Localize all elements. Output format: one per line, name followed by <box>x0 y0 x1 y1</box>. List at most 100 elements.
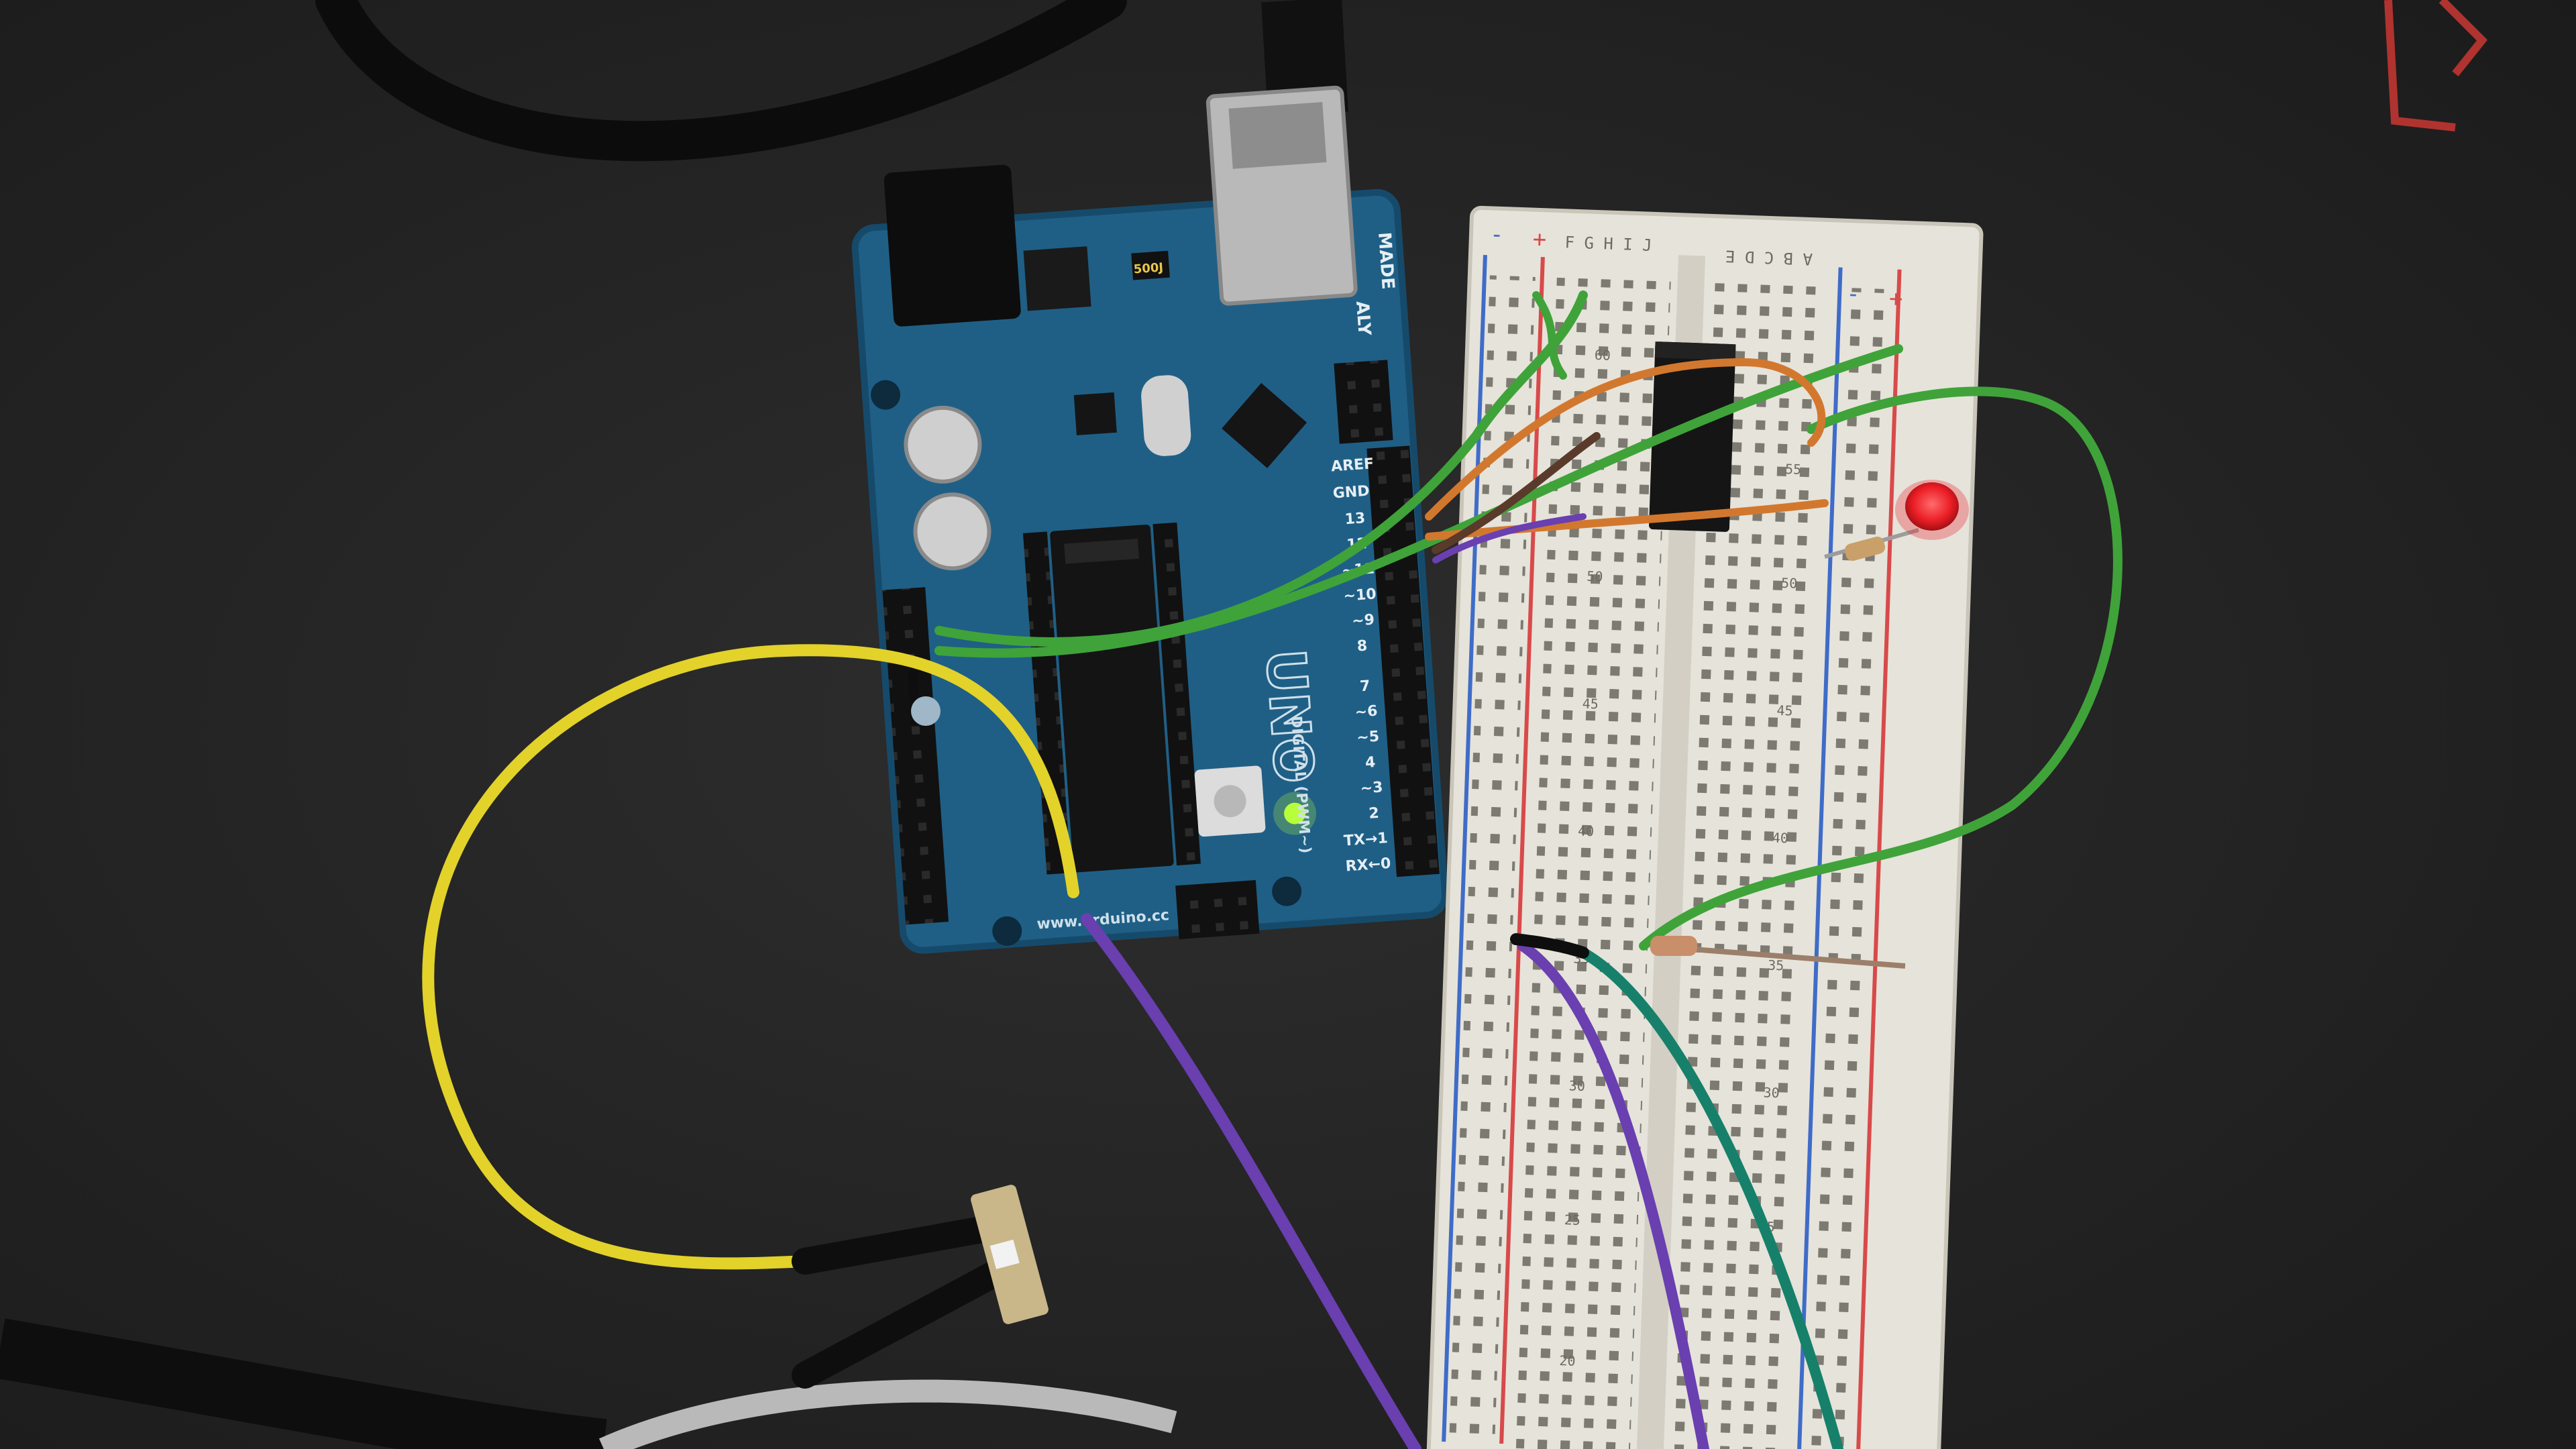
row-40: 40 <box>1578 823 1595 840</box>
sensor-jumper-black-2 <box>792 1261 1006 1389</box>
digital-header <box>1366 445 1440 877</box>
rail-minus-left: - <box>1489 221 1504 248</box>
reset-button-icon <box>1214 785 1246 818</box>
icsp-header-2 <box>1175 879 1260 940</box>
crystal <box>1141 375 1191 456</box>
left-rail-red <box>1499 257 1545 1444</box>
pin-4-label: 4 <box>1364 754 1376 771</box>
chip-socket-left <box>1022 531 1071 875</box>
right-rail-blue <box>1796 267 1843 1449</box>
column-labels-fghij: F G H I J <box>1564 233 1652 255</box>
green-wire-long-loop <box>1639 386 2123 951</box>
led-dome <box>1905 482 1959 531</box>
chip-notch <box>1064 538 1140 564</box>
brown-wire <box>1432 432 1601 554</box>
right-rail-holes <box>1804 287 1891 1449</box>
column-labels-abcde: A B C D E <box>1725 247 1813 269</box>
yellow-wire <box>422 644 1079 1270</box>
analog-header <box>882 587 949 925</box>
row-20: 20 <box>1559 1352 1576 1369</box>
gray-cable <box>0 1318 607 1449</box>
purple-wire-breadboard <box>1517 941 1709 1449</box>
row-numbers: 20 25 30 35 40 45 50 60 25 30 35 40 45 5… <box>1559 347 1802 1369</box>
fuse <box>1131 250 1170 280</box>
capacitor-2 <box>913 492 991 571</box>
black-jumper-breadboard <box>1510 933 1589 959</box>
aref-label: AREF <box>1330 455 1375 475</box>
pin-9-label: ~9 <box>1351 612 1375 630</box>
orange-wire-2 <box>1425 499 1829 541</box>
ic-chip-notch <box>1654 341 1736 361</box>
ic-chip-icon <box>1649 341 1736 532</box>
resistor-2 <box>1824 528 1919 561</box>
icsp-header <box>1334 360 1393 444</box>
paperclip <box>2384 0 2488 131</box>
row-55-right: 55 <box>1785 461 1802 478</box>
left-rail-blue <box>1442 255 1487 1442</box>
pin-10-label: ~10 <box>1343 586 1377 604</box>
capacitor-1 <box>904 405 982 484</box>
pin-0-label: RX←0 <box>1345 855 1391 875</box>
voltage-regulator <box>1023 246 1091 311</box>
orange-wire-1 <box>1425 358 1826 521</box>
purple-wire-long <box>1081 913 1421 1449</box>
usb-port-inner <box>1228 102 1327 169</box>
pin-labels: AREF GND 13 12 ~11 ~10 ~9 8 7 ~6 ~5 4 ~3… <box>1330 455 1391 875</box>
rail-minus-right: - <box>1846 280 1861 308</box>
row-25: 25 <box>1564 1212 1580 1228</box>
green-wire-1 <box>934 290 1588 647</box>
rail-plus-left: + <box>1532 226 1547 254</box>
row-50: 50 <box>1587 568 1603 585</box>
power-led <box>1284 802 1306 824</box>
mount-hole-2 <box>1272 876 1302 906</box>
sensor-element <box>989 1239 1020 1269</box>
resistor-2-body <box>1844 536 1886 561</box>
black-cable <box>315 0 1127 162</box>
pin-5-label: ~5 <box>1356 729 1380 747</box>
row-30-right: 30 <box>1763 1084 1780 1101</box>
gnd-label: GND <box>1332 483 1370 502</box>
resistor-1-body <box>1650 936 1697 956</box>
analog-jumper-tip <box>911 696 941 726</box>
pin-1-label: TX→1 <box>1343 830 1388 850</box>
chip-socket-right <box>1152 522 1201 866</box>
gray-cable-2 <box>599 1379 1177 1449</box>
row-45-right: 45 <box>1776 702 1793 719</box>
left-rail-holes <box>1448 275 1536 1449</box>
pin-7-label: 7 <box>1359 678 1371 695</box>
row-45: 45 <box>1582 696 1599 712</box>
small-ic <box>1073 392 1117 435</box>
terminal-strip-fghij <box>1515 277 1671 1449</box>
pin-6-label: ~6 <box>1354 703 1378 721</box>
pin-13-label: 13 <box>1344 510 1366 528</box>
red-led-icon <box>1895 480 1969 540</box>
rail-plus-right: + <box>1888 285 1903 313</box>
purple-wire-short <box>1432 513 1587 564</box>
terminal-strip-abcde <box>1670 282 1825 1449</box>
pin-8-label: 8 <box>1356 637 1368 655</box>
green-wire-3 <box>1532 291 1567 380</box>
row-60: 60 <box>1594 347 1611 364</box>
right-rail-red <box>1856 269 1902 1449</box>
row-30: 30 <box>1568 1077 1585 1094</box>
dc-jack <box>883 164 1021 327</box>
mount-hole-3 <box>871 380 901 410</box>
row-40-right: 40 <box>1772 830 1788 847</box>
arduino-uno-board: 500J AREF GND 13 12 ~11 <box>851 85 1449 954</box>
row-35-right: 35 <box>1768 957 1784 974</box>
pin-2-label: 2 <box>1368 805 1380 822</box>
pin-3-label: ~3 <box>1360 779 1383 797</box>
resistor-1 <box>1650 936 1906 969</box>
center-channel <box>1636 255 1706 1449</box>
mount-hole-1 <box>992 916 1022 946</box>
italy-label: ALY <box>1352 301 1375 337</box>
usb-chip <box>1222 382 1307 468</box>
green-wire-2 <box>934 344 1903 658</box>
made-label: MADE <box>1374 231 1398 290</box>
row-50-right: 50 <box>1781 575 1798 592</box>
uno-logo: UNO <box>1254 647 1326 786</box>
regulator-label: 500J <box>1133 260 1164 276</box>
sensor-jumper-black-1 <box>792 1214 1006 1275</box>
teal-wire <box>1578 947 1843 1449</box>
